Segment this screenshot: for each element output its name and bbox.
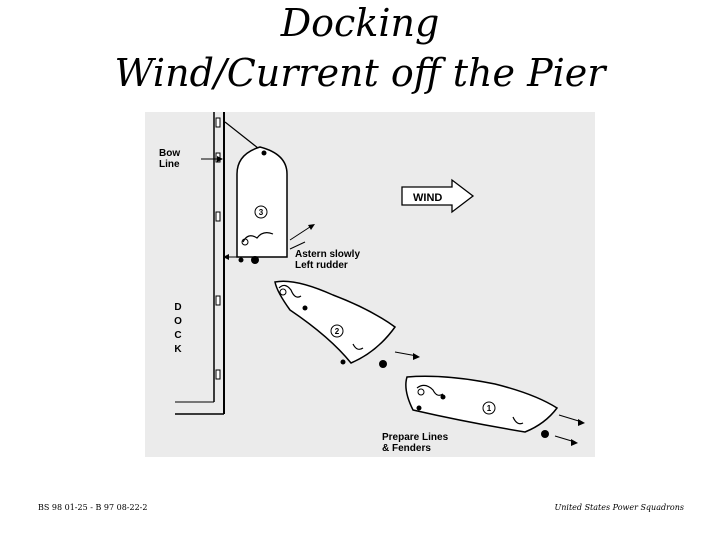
bow-line-label-1: Bow <box>159 148 180 159</box>
boat-1-number: 1 <box>487 404 492 413</box>
slide-title-line-2: Wind/Current off the Pier <box>114 51 606 95</box>
bow-line-label-2: Line <box>159 159 180 170</box>
boat-2: 2 <box>274 280 420 368</box>
wind-arrow: WIND <box>401 178 475 214</box>
dock-letter-c: C <box>174 330 181 341</box>
prepare-label-1: Prepare Lines <box>382 432 449 443</box>
dock-label: D O C K <box>174 302 182 355</box>
astern-label-2: Left rudder <box>295 260 348 271</box>
astern-label-1: Astern slowly <box>295 249 360 260</box>
wind-label: WIND <box>413 192 442 204</box>
dock <box>175 112 225 415</box>
bow-line: Bow Line <box>159 121 264 170</box>
dock-letter-d: D <box>174 302 181 313</box>
boat-2-number: 2 <box>335 327 340 336</box>
dock-letter-k: K <box>174 344 182 355</box>
footer-org: United States Power Squadrons <box>554 503 685 512</box>
boat-3-number: 3 <box>259 208 264 217</box>
dock-letter-o: O <box>174 316 182 327</box>
boat-1: 1 Prepare Lines & Fenders <box>382 375 585 454</box>
footer-code: BS 98 01-25 - B 97 08-22-2 <box>38 503 148 512</box>
boat-3: 3 Astern slowly Left rudder <box>223 146 360 271</box>
prepare-label-2: & Fenders <box>382 443 431 454</box>
docking-diagram: D O C K Bow Line WIND 3 <box>145 112 595 457</box>
slide-title-line-1: Docking <box>280 1 440 45</box>
